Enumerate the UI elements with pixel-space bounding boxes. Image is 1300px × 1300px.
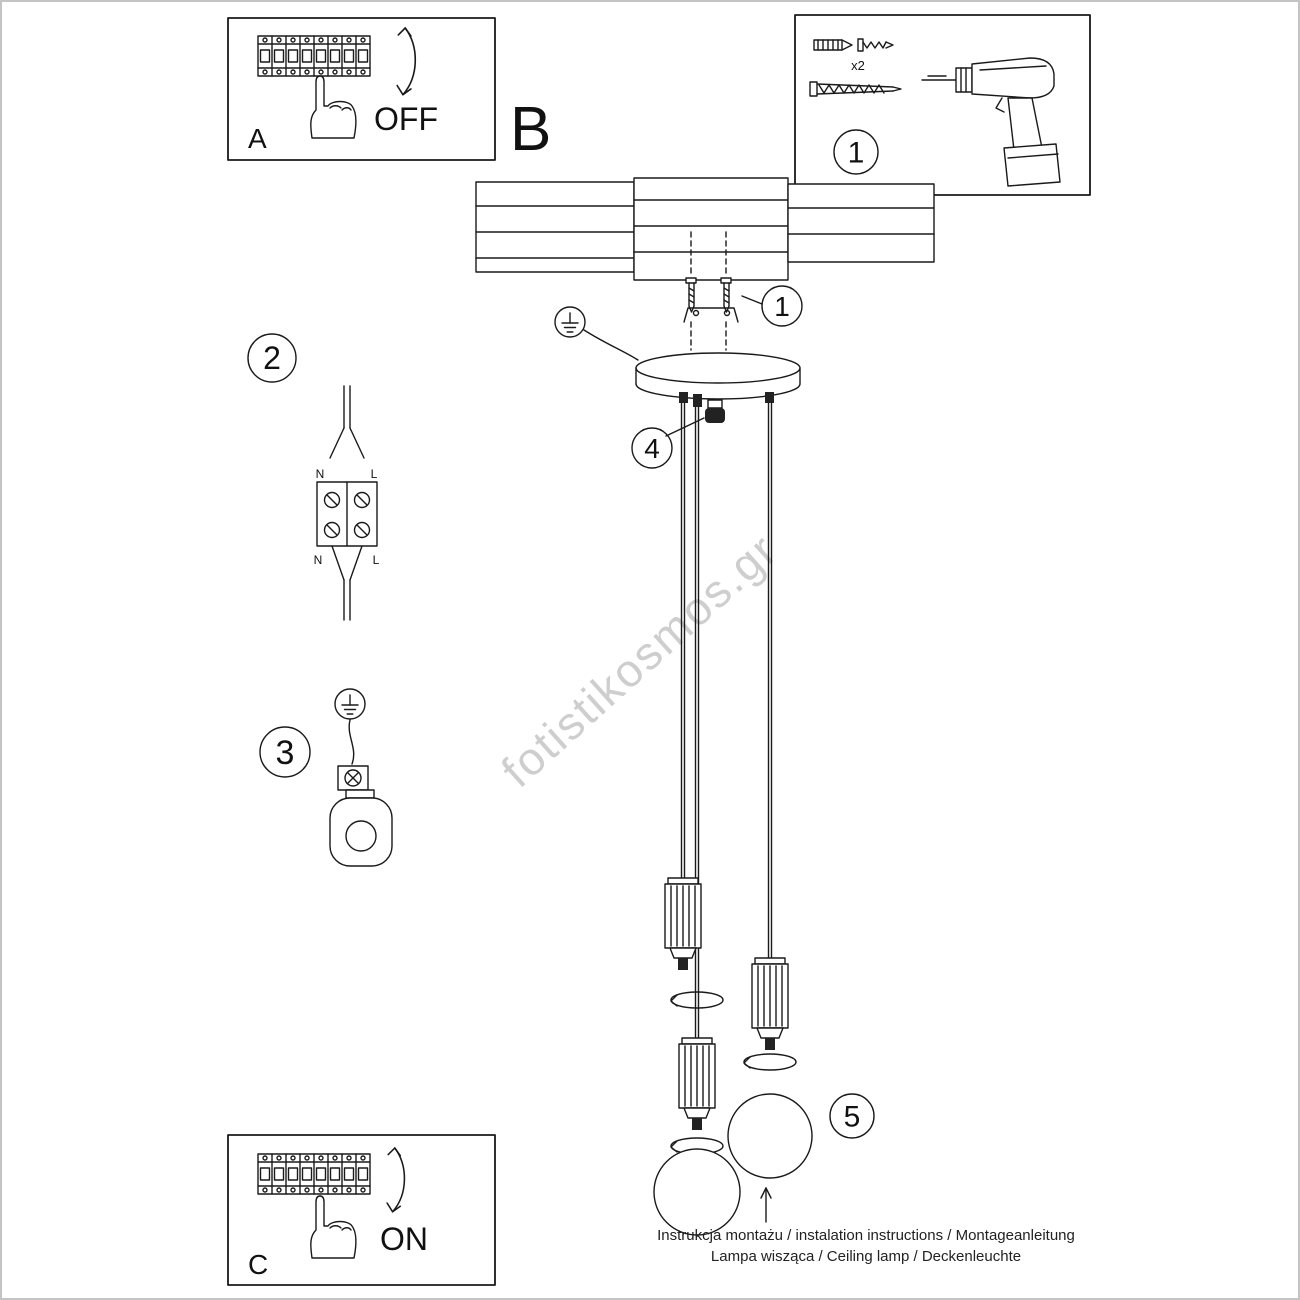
wire-l-bottom-label: L [373,553,380,567]
step-4-number: 4 [644,433,660,464]
ceiling-canopy [631,352,801,469]
step-3-number: 3 [276,734,295,772]
step-1-number: 1 [848,137,865,170]
step-5-number: 5 [844,1101,861,1134]
mounting-bracket [683,307,739,323]
step-2-number: 2 [263,340,281,376]
step-1-circle [833,129,879,175]
cable-lock [705,399,725,423]
off-label: OFF [374,101,438,137]
up-arrow-icon [760,1187,772,1223]
wall-plug-icon [813,39,853,51]
section-b-label: B [510,95,551,164]
wire-n-bottom-label: N [314,553,323,567]
tools-box [794,14,1091,196]
anchor-count-label: x2 [851,58,865,73]
step-4-circle [631,427,673,469]
footer-line-1: Instrukcja montażu / instalation instruc… [657,1227,1075,1244]
step-2-circle [247,333,297,383]
drill-icon [921,57,1061,187]
wire-n-top-label: N [316,467,325,481]
panel-c-label: C [248,1249,268,1280]
step-5-circle [829,1093,875,1139]
terminal-block-drawing [247,333,378,621]
ground-clamp-drawing [259,688,393,867]
bulb-right [727,1093,813,1179]
bulb-middle [653,1148,741,1236]
long-screw-icon [809,81,902,97]
ceiling-drawing [475,177,935,281]
panel-a-label: A [248,123,267,154]
panel-c-box [227,1134,496,1286]
on-label: ON [380,1221,428,1257]
step-1b-number: 1 [774,291,790,322]
panel-a-box [227,17,496,161]
ground-wire [554,306,639,361]
mounting-screws [683,231,803,351]
step-3-circle [259,726,311,778]
step-1b-circle [761,285,803,327]
wire-l-top-label: L [371,467,378,481]
short-screw-icon [857,38,894,52]
footer-line-2: Lampa wisząca / Ceiling lamp / Deckenleu… [711,1248,1021,1265]
